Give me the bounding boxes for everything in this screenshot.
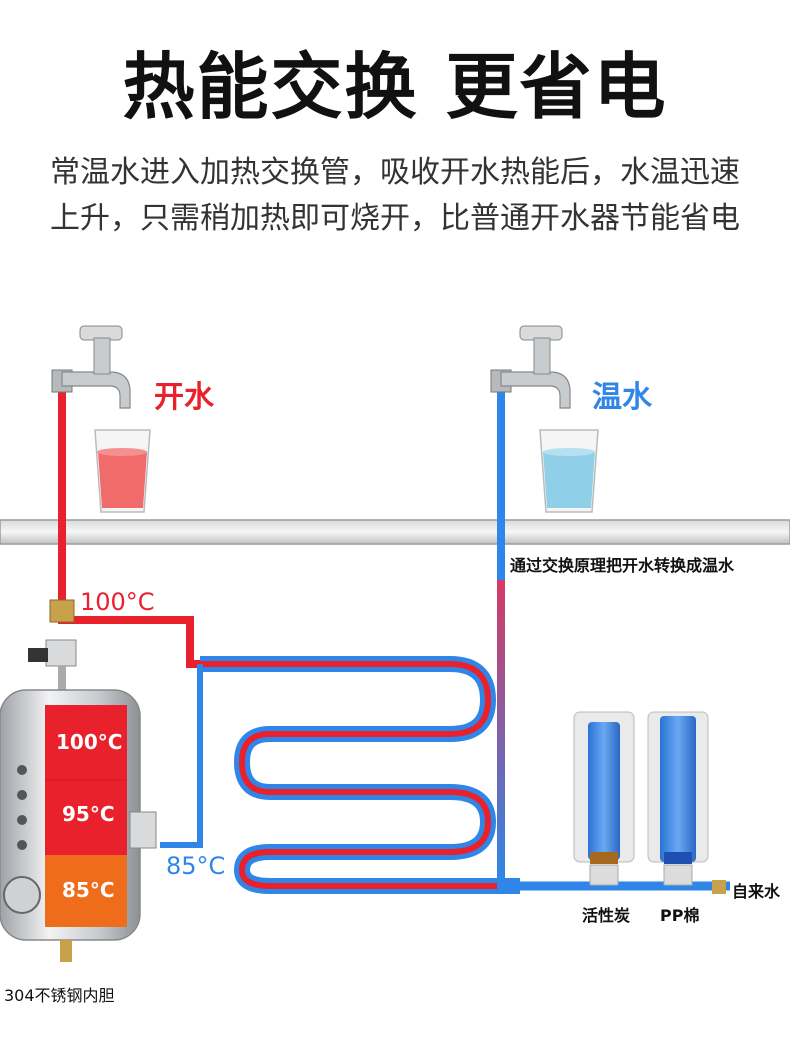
description-text: 常温水进入加热交换管，吸收开水热能后，水温迅速上升，只需稍加热即可烧开，比普通开… [50,155,740,236]
tank-material-label: 304不锈钢内胆 [4,986,115,1005]
filter-carbon-label: 活性炭 [582,906,631,925]
warm-water-label: 温水 [592,380,652,415]
filter-pp-label: PP棉 [660,906,700,925]
counter-top [0,519,790,545]
warm-pipe-vertical [497,380,505,580]
exchanger-inner-pipe [200,661,497,889]
tap-water-label: 自来水 [732,882,781,901]
water-tank [0,689,157,962]
valve-icon [28,599,77,690]
warm-faucet-icon [490,325,571,409]
pp-cotton-filter-icon [647,711,709,886]
warm-water-glass-icon [539,429,599,513]
tank-temp-mid: 95°C [62,802,115,826]
warm-pipe-gradient [497,580,505,880]
inlet-fitting [712,880,726,894]
exchange-note: 通过交换原理把开水转换成温水 [510,556,735,575]
pipe-temp-hot: 100°C [80,588,155,616]
page-title: 热能交换 更省电 [122,45,668,129]
hot-faucet-icon [51,325,131,409]
tank-temp-bottom: 85°C [62,878,115,902]
tank-temp-top: 100°C [56,730,123,754]
activated-carbon-filter-icon [573,711,635,886]
pipe-temp-warm: 85°C [166,852,226,880]
warm-pipe-to-tank [160,664,203,848]
hot-water-label: 开水 [154,380,214,415]
hot-pipe-vertical [58,380,66,610]
hot-water-glass-icon [94,429,151,513]
